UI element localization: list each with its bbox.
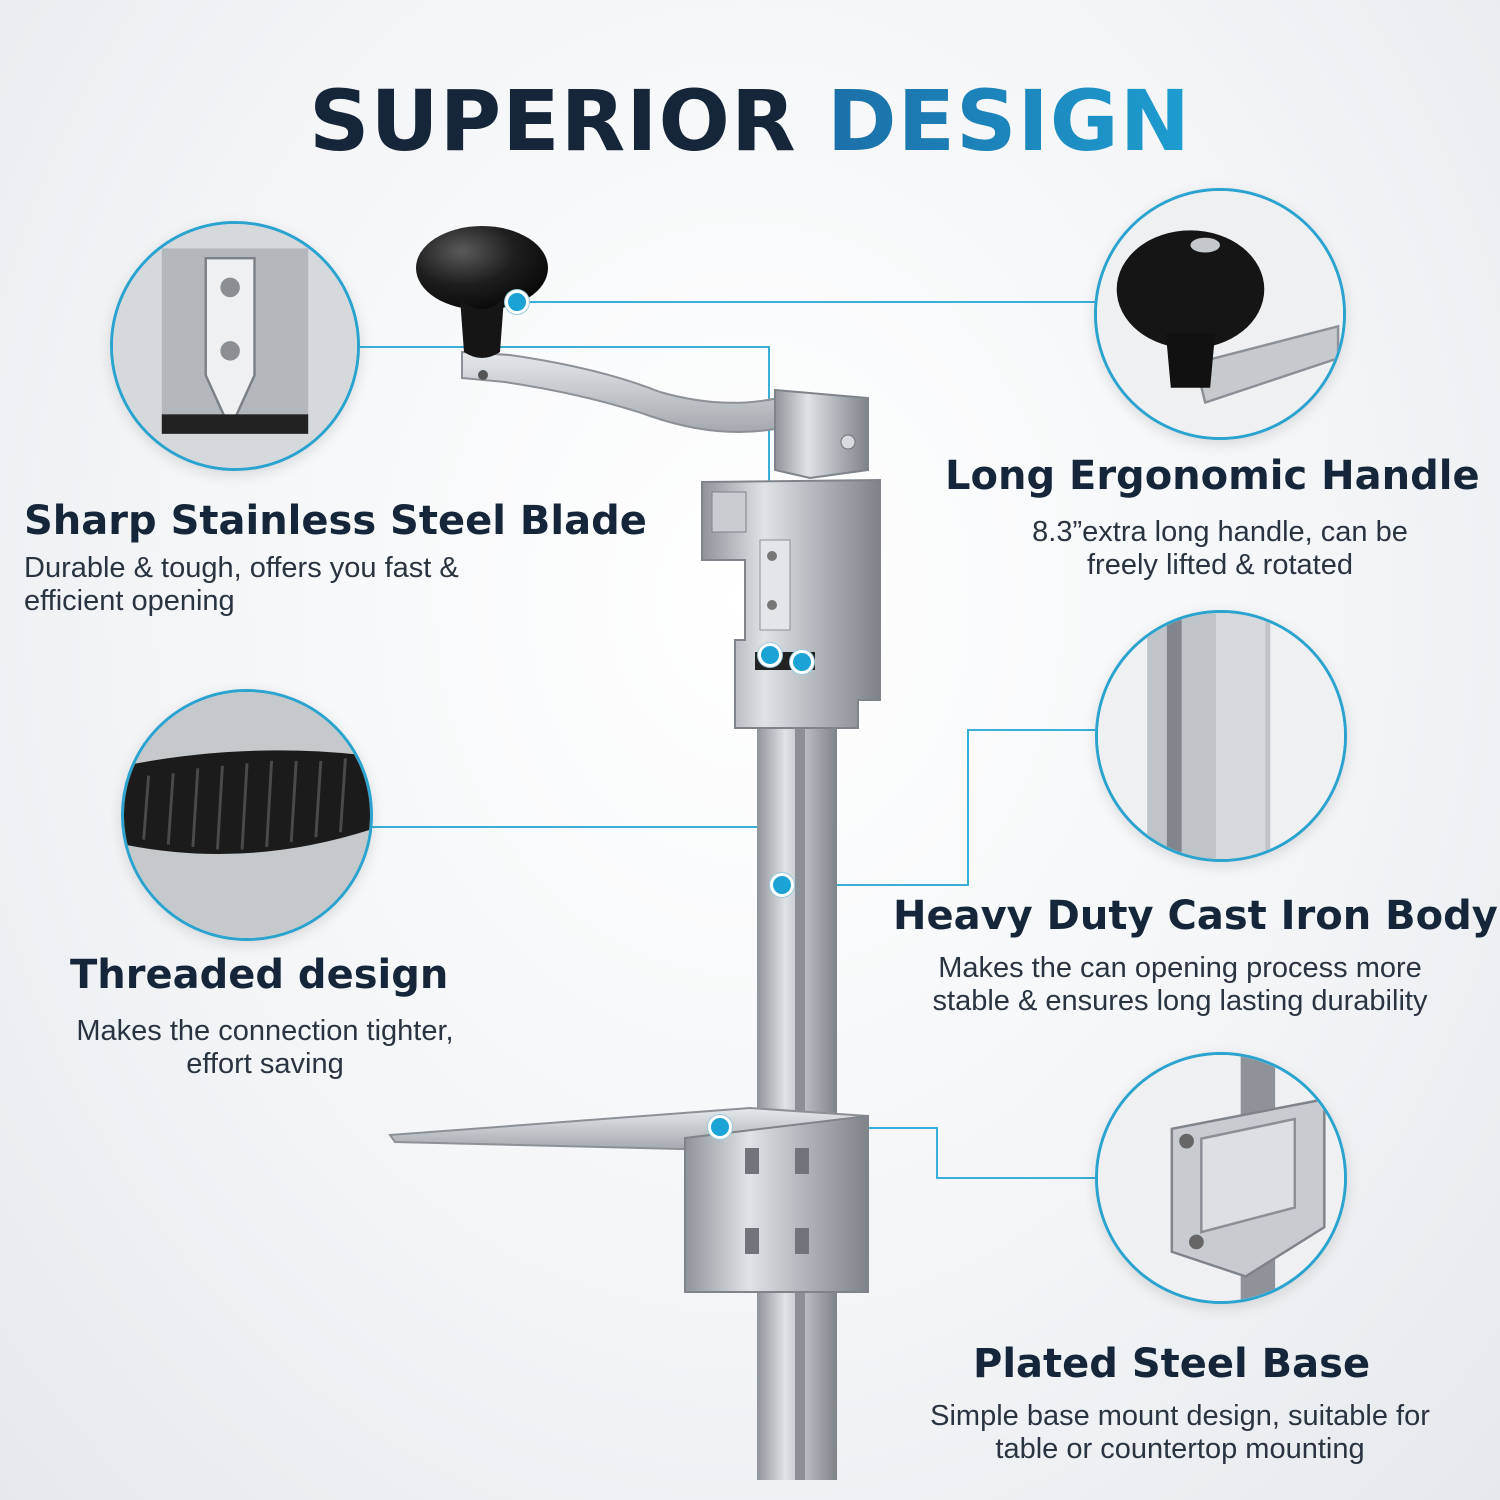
blade-feature-desc: Durable & tough, offers you fast & effic…	[24, 552, 584, 618]
base-feature-title: Plated Steel Base	[973, 1341, 1371, 1387]
body-feature-title: Heavy Duty Cast Iron Body	[893, 893, 1498, 939]
blade-feature-title: Sharp Stainless Steel Blade	[24, 498, 647, 544]
page-title: SUPERIOR DESIGN	[0, 72, 1500, 170]
knob-closeup-image	[1097, 191, 1343, 437]
handle-feature-title: Long Ergonomic Handle	[945, 453, 1480, 499]
body-desc-line-1: Makes the can opening process more	[938, 952, 1422, 984]
threaded-callout-dot	[790, 650, 814, 674]
handle-callout-dot	[505, 290, 529, 314]
blade-callout-dot	[758, 643, 782, 667]
blade-detail-circle	[110, 221, 360, 471]
base-detail-circle	[1095, 1052, 1347, 1304]
handle-detail-circle	[1094, 188, 1346, 440]
handle-feature-desc: 8.3”extra long handle, can be freely lif…	[960, 516, 1480, 582]
blade-closeup-image	[113, 224, 357, 468]
base-mount-closeup-image	[1098, 1055, 1344, 1301]
base-callout-dot	[708, 1115, 732, 1139]
steel-bar	[757, 700, 837, 1480]
base-feature-desc: Simple base mount design, suitable for t…	[895, 1400, 1465, 1466]
blade-desc-line-1: Durable & tough, offers you fast &	[24, 552, 459, 584]
base-desc-line-2: table or countertop mounting	[995, 1433, 1365, 1465]
threaded-feature-desc: Makes the connection tighter, effort sav…	[20, 1015, 510, 1081]
base-desc-line-1: Simple base mount design, suitable for	[930, 1400, 1430, 1432]
opener-head	[701, 388, 881, 729]
threaded-desc-line-1: Makes the connection tighter,	[76, 1015, 454, 1047]
body-callout-dot	[770, 873, 794, 897]
body-detail-circle	[1095, 610, 1347, 862]
knob	[416, 226, 548, 358]
steel-bar-closeup-image	[1098, 613, 1344, 859]
body-desc-line-2: stable & ensures long lasting durability	[932, 985, 1428, 1017]
threaded-detail-circle	[121, 689, 373, 941]
body-feature-desc: Makes the can opening process more stabl…	[895, 952, 1465, 1018]
title-word-superior: SUPERIOR	[308, 72, 797, 170]
threaded-desc-line-2: effort saving	[186, 1048, 344, 1080]
crank-arm	[461, 350, 822, 433]
threaded-feature-title: Threaded design	[70, 952, 449, 998]
threaded-gear-closeup-image	[124, 692, 370, 938]
base-plate	[388, 1106, 869, 1293]
title-word-design: DESIGN	[826, 72, 1192, 170]
handle-desc-line-1: 8.3”extra long handle, can be	[1032, 516, 1408, 548]
handle-desc-line-2: freely lifted & rotated	[1087, 549, 1353, 581]
blade-desc-line-2: efficient opening	[24, 585, 235, 617]
